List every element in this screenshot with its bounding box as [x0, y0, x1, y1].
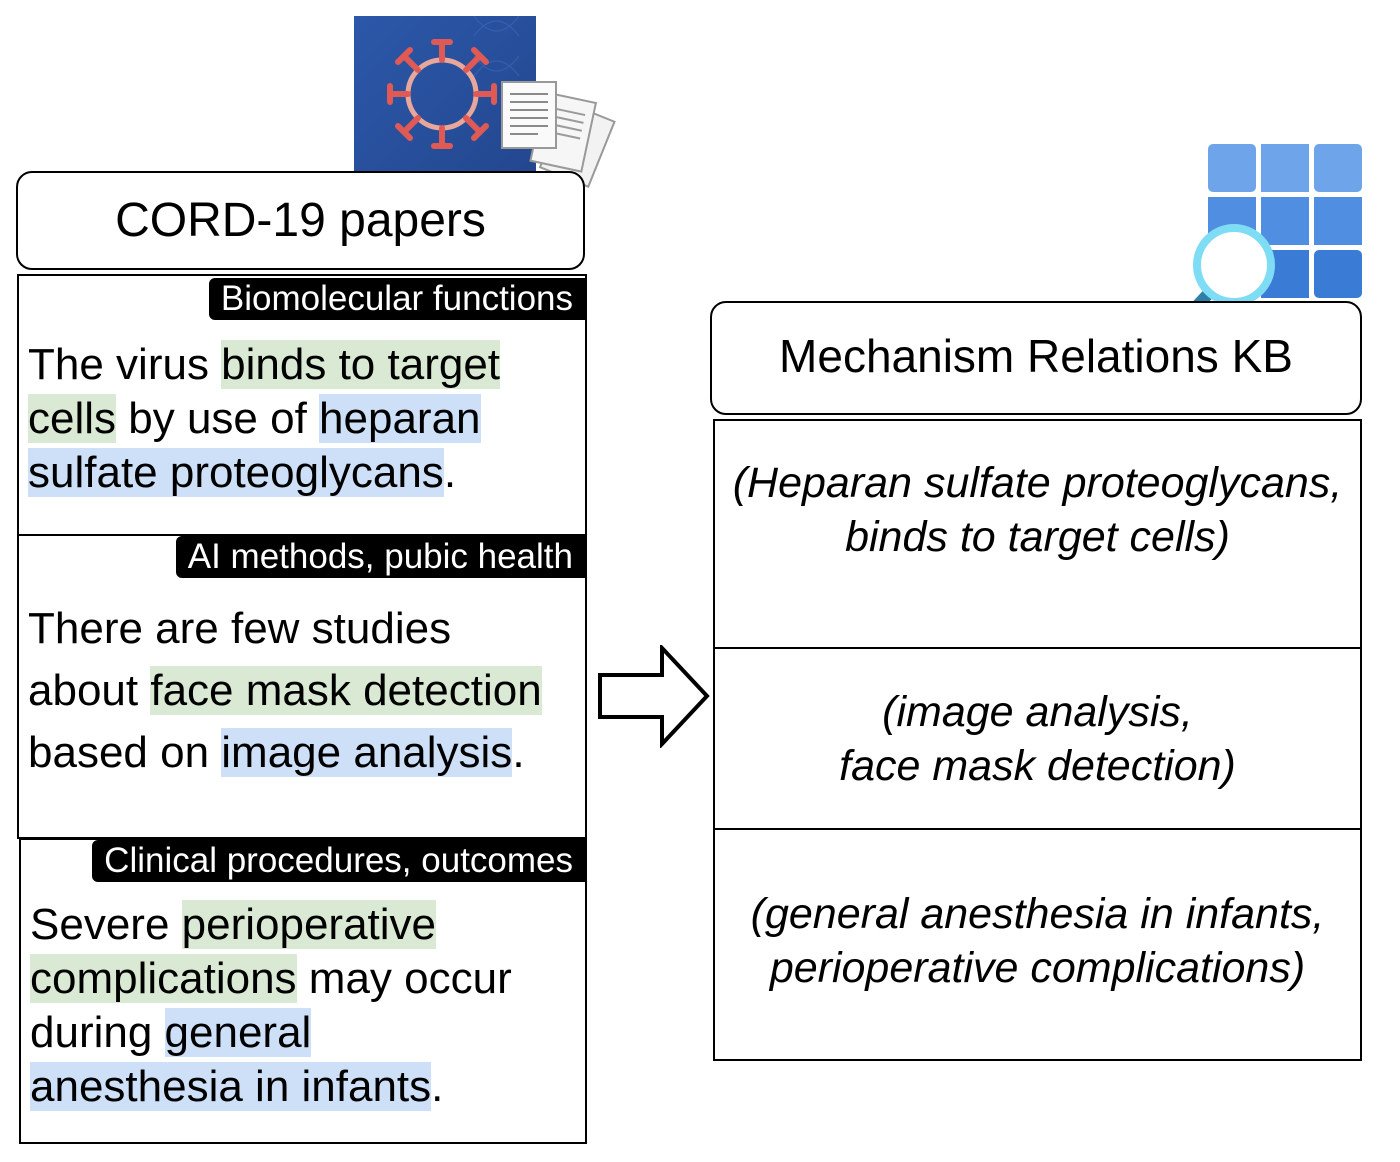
- text-span: by use of: [116, 394, 320, 443]
- kb-header: Mechanism Relations KB: [710, 301, 1362, 415]
- category-tag: Biomolecular functions: [208, 278, 585, 320]
- text-span: may occur: [296, 954, 512, 1003]
- text-span: .: [431, 1062, 444, 1111]
- kb-relation-row: (Heparan sulfate proteoglycans, binds to…: [713, 419, 1362, 649]
- kb-relation-row: (image analysis, face mask detection): [713, 647, 1362, 830]
- text-span: based on: [28, 728, 222, 777]
- kb-relation-row: (general anesthesia in infants, perioper…: [713, 828, 1362, 1061]
- paper-panel-clinical: Clinical procedures, outcomes Severe per…: [19, 838, 587, 1144]
- text-span: during: [30, 1008, 165, 1057]
- text-span: Severe: [30, 900, 182, 949]
- text-span: about: [28, 666, 151, 715]
- mechanism-highlight: cells: [28, 394, 117, 443]
- mechanism-highlight: face mask detection: [150, 666, 542, 715]
- cord19-header: CORD-19 papers: [16, 171, 585, 270]
- paper-text: There are few studies about face mask de…: [28, 598, 542, 784]
- category-tag: Clinical procedures, outcomes: [92, 840, 585, 882]
- documents-icon: [498, 78, 618, 193]
- relation-line: binds to target cells): [845, 513, 1230, 561]
- relation-line: (image analysis,: [882, 687, 1193, 736]
- text-span: .: [512, 728, 525, 777]
- paper-panel-biomolecular: Biomolecular functions The virus binds t…: [17, 274, 587, 536]
- entity-highlight: anesthesia in infants: [30, 1062, 432, 1111]
- relation-line: (Heparan sulfate proteoglycans,: [732, 459, 1343, 507]
- cord19-title: CORD-19 papers: [115, 194, 486, 247]
- kb-title: Mechanism Relations KB: [779, 330, 1293, 382]
- mechanism-highlight: binds to target: [221, 340, 501, 389]
- entity-highlight: general: [164, 1008, 312, 1057]
- paper-text: Severe perioperative complications may o…: [30, 898, 512, 1114]
- relation-line: perioperative complications): [769, 943, 1306, 992]
- text-span: .: [443, 448, 457, 497]
- entity-highlight: heparan: [319, 394, 481, 443]
- paper-panel-ai-methods: AI methods, pubic health There are few s…: [17, 534, 587, 839]
- entity-highlight: image analysis: [221, 728, 513, 777]
- mechanism-highlight: perioperative: [181, 900, 437, 949]
- paper-text: The virus binds to target cells by use o…: [28, 338, 501, 500]
- category-tag: AI methods, pubic health: [175, 536, 585, 578]
- text-span: There are few studies: [28, 604, 452, 653]
- relation-line: (general anesthesia in infants,: [750, 889, 1325, 938]
- text-span: The virus: [28, 340, 222, 389]
- mechanism-highlight: complications: [30, 954, 297, 1003]
- entity-highlight: sulfate proteoglycans: [28, 448, 444, 497]
- relation-line: face mask detection): [839, 741, 1236, 790]
- right-arrow-icon: [597, 642, 711, 750]
